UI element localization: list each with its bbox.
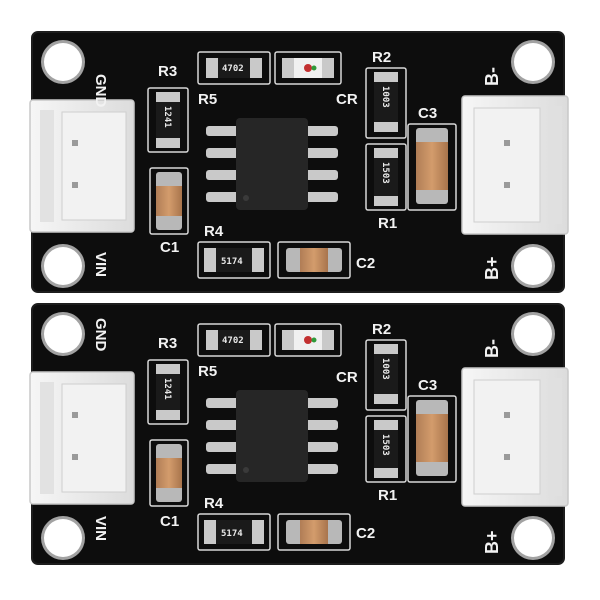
label-r3: R3	[158, 63, 177, 80]
label-r1: R1	[378, 215, 397, 232]
mark-r4: 5174	[221, 257, 243, 267]
mark-r2: 1003	[380, 358, 390, 380]
label-b-plus: B+	[482, 530, 502, 554]
label-cr: CR	[336, 91, 358, 108]
board-top: GND VIN B- B+ R3 R5 R2 CR C3 R1 C1 R4 C2…	[29, 31, 569, 293]
label-r2: R2	[372, 321, 391, 338]
mark-r1: 1503	[380, 434, 390, 456]
label-cr: CR	[336, 369, 358, 386]
label-r2: R2	[372, 49, 391, 66]
label-b-minus: B-	[482, 339, 502, 358]
label-gnd: GND	[92, 318, 109, 352]
label-vin: VIN	[92, 516, 109, 541]
label-c2: C2	[356, 525, 375, 542]
label-r5: R5	[198, 91, 217, 108]
mark-r5: 1241	[162, 378, 172, 400]
label-c3: C3	[418, 105, 437, 122]
mark-r4: 5174	[221, 529, 243, 539]
label-r4: R4	[204, 495, 224, 512]
label-gnd: GND	[92, 74, 109, 108]
board-bottom: GND VIN B- B+ R3 R5 R2 CR C3 R1 C1 R4 C2…	[29, 303, 569, 565]
mark-r3: 4702	[222, 64, 244, 74]
mark-r3: 4702	[222, 336, 244, 346]
mark-r2: 1003	[380, 86, 390, 108]
label-c2: C2	[356, 255, 375, 272]
label-r3: R3	[158, 335, 177, 352]
label-c1: C1	[160, 513, 179, 530]
label-c1: C1	[160, 239, 179, 256]
label-vin: VIN	[92, 252, 109, 277]
label-b-plus: B+	[482, 256, 502, 280]
mark-r5: 1241	[162, 106, 172, 128]
label-r4: R4	[204, 223, 224, 240]
mark-r1: 1503	[380, 162, 390, 184]
label-r5: R5	[198, 363, 217, 380]
label-b-minus: B-	[482, 67, 502, 86]
label-c3: C3	[418, 377, 437, 394]
label-r1: R1	[378, 487, 397, 504]
